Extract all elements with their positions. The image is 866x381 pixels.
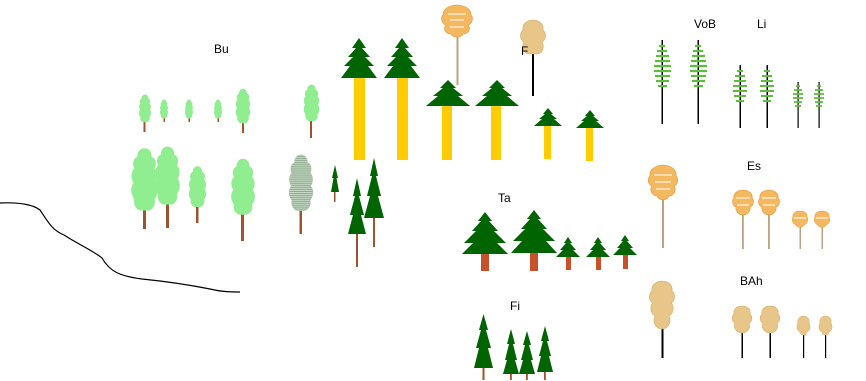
deciduous-tree-icon xyxy=(231,158,255,241)
deciduous-tree-icon xyxy=(235,88,251,133)
label-f: F xyxy=(521,44,529,58)
tan-tree-top xyxy=(520,19,546,96)
conifer-tree-icon xyxy=(384,38,420,160)
li-trees xyxy=(733,65,824,128)
conifer-tree-icon xyxy=(576,110,604,161)
ash-tree-icon xyxy=(758,189,780,249)
conifer-tree-icon xyxy=(519,331,535,380)
ash-tree-icon xyxy=(520,19,546,96)
fi-trees xyxy=(474,314,553,380)
ash-tree-icon xyxy=(731,305,753,358)
ash-tree-icon xyxy=(818,315,833,358)
conifer-tree-icon xyxy=(503,329,519,380)
label-ta: Ta xyxy=(498,191,511,205)
larch-tree-icon xyxy=(793,82,803,128)
label-li: Li xyxy=(757,17,767,31)
conifer-tree-icon xyxy=(475,80,519,160)
conifer-tree-icon xyxy=(613,235,637,269)
conifer-tree-icon xyxy=(511,210,557,271)
conifer-tree-icon xyxy=(364,158,384,247)
label-es: Es xyxy=(747,159,762,173)
ta-trees xyxy=(462,210,637,271)
conifer-tree-icon xyxy=(426,80,470,160)
label-vob: VoB xyxy=(694,17,717,31)
ash-tree-icon xyxy=(441,4,473,85)
conifer-tree-icon xyxy=(341,38,377,160)
ash-tree-icon xyxy=(649,280,675,358)
yellow-trunk-conifers xyxy=(341,38,604,161)
ash-tree-icon xyxy=(796,315,811,358)
label-bu: Bu xyxy=(214,42,229,56)
conifer-tree-icon xyxy=(474,314,493,380)
deciduous-tree-icon xyxy=(131,148,158,229)
larch-tree-icon xyxy=(654,40,671,124)
bah-trees xyxy=(649,280,833,358)
conifer-tree-icon xyxy=(556,237,580,270)
conifer-tree-icon xyxy=(537,326,553,380)
deciduous-tree-icon xyxy=(188,166,207,223)
hatched-deciduous-tree-icon xyxy=(288,154,314,234)
larch-tree-icon xyxy=(690,40,707,124)
deciduous-tree-icon xyxy=(159,99,169,122)
deciduous-tree-icon xyxy=(303,84,320,138)
vob-trees xyxy=(654,40,707,124)
deciduous-tree-icon xyxy=(138,94,152,132)
es-trees xyxy=(647,164,831,249)
label-bah: BAh xyxy=(740,274,763,288)
deciduous-tree-icon xyxy=(213,99,223,122)
terrain-line xyxy=(0,202,241,293)
deciduous-tree-icon xyxy=(184,99,194,122)
tall-narrow-conifers xyxy=(331,158,384,267)
larch-tree-icon xyxy=(814,82,824,128)
ash-tree-icon xyxy=(813,210,831,249)
larch-tree-icon xyxy=(733,65,747,128)
conifer-tree-icon xyxy=(534,108,562,159)
ash-tree-icon xyxy=(647,164,679,248)
conifer-tree-icon xyxy=(348,178,366,267)
conifer-tree-icon xyxy=(462,212,508,271)
bu-large-trees xyxy=(131,146,314,241)
ash-tree-icon xyxy=(732,189,754,249)
orange-ash-tree-top xyxy=(441,4,473,85)
larch-tree-icon xyxy=(760,65,774,128)
conifer-tree-icon xyxy=(331,165,339,202)
conifer-tree-icon xyxy=(586,237,610,270)
bu-small-trees xyxy=(138,84,320,138)
ash-tree-icon xyxy=(791,210,809,249)
ash-tree-icon xyxy=(759,305,781,358)
label-fi: Fi xyxy=(510,299,520,313)
deciduous-tree-icon xyxy=(155,146,180,228)
